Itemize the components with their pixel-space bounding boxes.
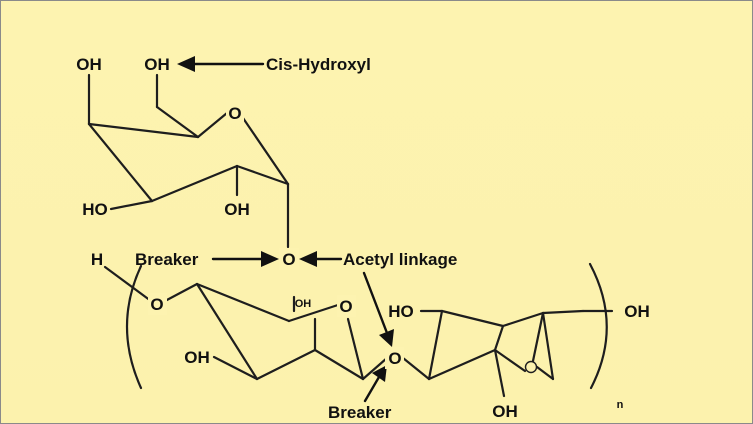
ring1-bond-ch2-to-c5 (155, 105, 200, 139)
ring3-bond-c3-to-c2 (501, 311, 545, 328)
ring3-bond-ring-oxygen-b (535, 365, 555, 381)
annotation-arrows (177, 56, 394, 403)
ring1-bond-c5-to-o (196, 111, 229, 139)
ring2-bond-oh-bottom (212, 355, 259, 381)
ring1-bond-o-to-c1 (241, 116, 290, 186)
atom-ring2-oh-bottom: OH (184, 348, 210, 367)
ring1-bond-c1-to-c2 (235, 164, 290, 186)
atom-top-ho-left: HO (82, 200, 108, 219)
ring3-bond-link-o-to-c (401, 356, 431, 381)
ring3-bond-c2-to-ch2 (541, 309, 585, 315)
repeat-subscript-n: n (617, 399, 624, 411)
annotation-labels: Cis-Hydroxyl Breaker Acetyl linkage Brea… (135, 55, 457, 422)
top-ring-bonds (87, 73, 290, 249)
ring3-bond-right-side (541, 311, 555, 381)
ring2-bond-top-right (287, 301, 346, 323)
arrow-acetyl-head (299, 251, 317, 267)
atom-ring2-oh-small: OH (295, 298, 312, 310)
repeat-bracket-left (125, 264, 143, 390)
ring1-bond-c2-to-c3 (150, 164, 239, 203)
atom-top-oh-left: OH (76, 55, 102, 74)
ring3-oxygen-dot (524, 360, 538, 374)
atom-ring3-ho: HO (388, 302, 414, 321)
atom-end-oh: OH (624, 302, 650, 321)
atom-ring2-oxygen: O (339, 297, 352, 316)
label-cis-hydroxyl: Cis-Hydroxyl (266, 55, 371, 74)
arrow-acetyl-diagonal-head (379, 329, 394, 347)
ring3-bond-c4-down (427, 309, 444, 381)
chain-bond-h-to-o (103, 265, 153, 303)
ring3-bond-ring-oxygen-a (493, 348, 527, 373)
ring2-bond-o-to-c1 (346, 317, 365, 381)
ring2-bond-top-left (195, 282, 291, 323)
arrow-cis-hydroxyl-head (177, 56, 195, 72)
atom-labels: OH OH O HO OH O H O OH O OH HO O OH OH n (76, 55, 650, 421)
arrow-breaker-top-head (261, 251, 279, 267)
ring1-bond-c3-to-c4 (87, 122, 154, 203)
ring3-bond-c1-to-c2 (427, 348, 497, 381)
ring2-bond-c1-to-c2 (313, 348, 365, 381)
arrow-acetyl-diagonal-line (362, 271, 389, 335)
atom-link-oxygen-bottom: O (388, 349, 401, 368)
label-acetyl-linkage: Acetyl linkage (343, 250, 457, 269)
ring3-bond-c2-to-c3b (493, 324, 505, 352)
ring3-bond-ring-oxygen-c (531, 311, 545, 363)
ring3-bond-c3b-down (493, 348, 506, 398)
atom-ring3-oh-bottom: OH (492, 402, 518, 421)
ring1-bond-c4-to-c5 (87, 122, 200, 139)
label-breaker-bottom: Breaker (328, 403, 392, 422)
ring3-bond-c4-to-c3 (440, 309, 505, 328)
arrow-breaker-bottom-line (363, 375, 381, 403)
chain-ring-bonds (103, 265, 614, 398)
atom-top-oh-cis: OH (144, 55, 170, 74)
atom-chain-h: H (91, 250, 103, 269)
atom-top-oh-mid: OH (224, 200, 250, 219)
arrow-breaker-bottom-head (372, 365, 387, 382)
chain-bond-o-to-c (163, 282, 199, 303)
repeat-bracket-right (588, 262, 608, 390)
ring2-bond-c2-to-c3 (255, 348, 317, 381)
label-breaker-top: Breaker (135, 250, 199, 269)
ring1-bond-ho-to-c3 (109, 199, 154, 211)
atom-ring1-oxygen: O (228, 104, 241, 123)
atom-chain-oxygen-left: O (150, 295, 163, 314)
atom-link-oxygen-top: O (282, 250, 295, 269)
ring2-bond-c3-to-c4 (195, 282, 259, 381)
ring2-bond-c1-to-link-o (361, 356, 389, 381)
